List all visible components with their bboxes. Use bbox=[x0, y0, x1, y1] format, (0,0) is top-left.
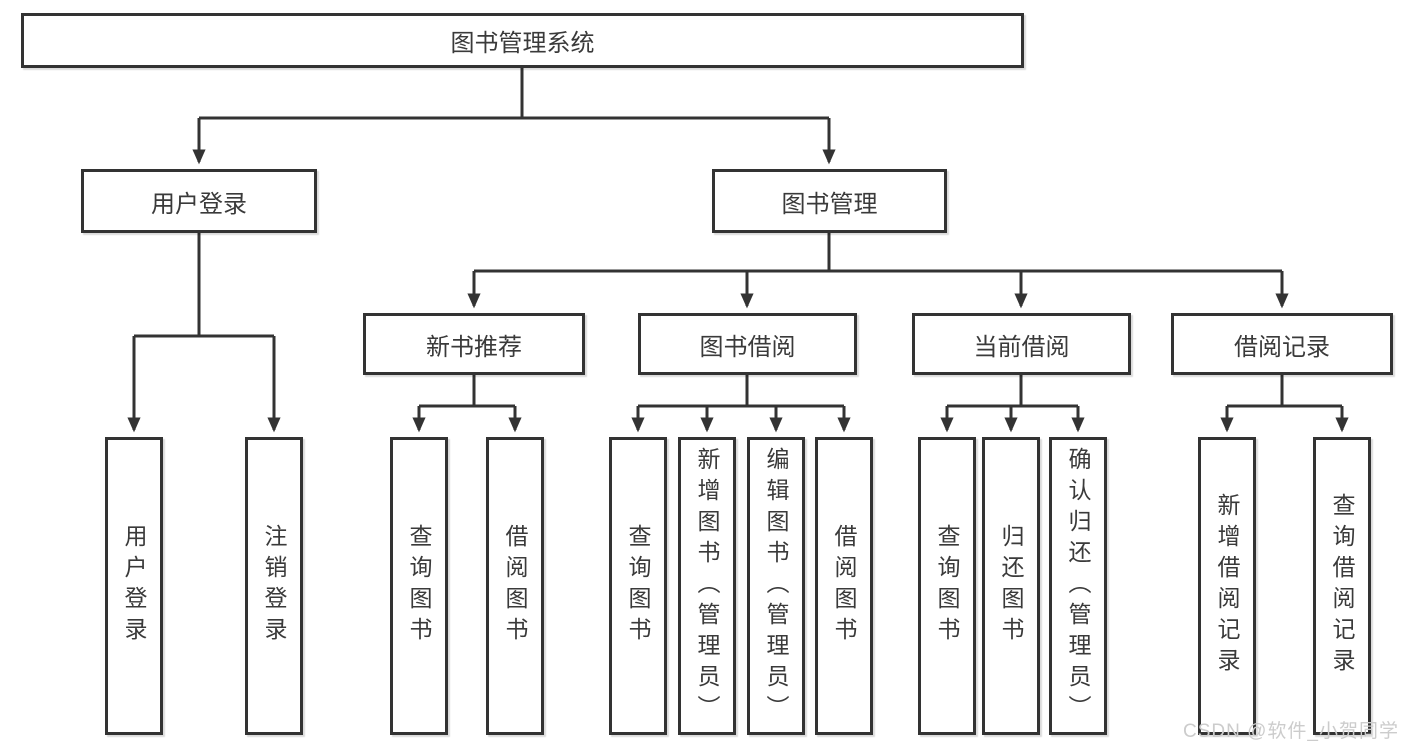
node-user-login: 用户登录 bbox=[81, 169, 317, 233]
node-login-logout: 注销登录 bbox=[245, 437, 303, 735]
node-root: 图书管理系统 bbox=[21, 13, 1024, 68]
node-current-borrow: 当前借阅 bbox=[912, 313, 1131, 375]
node-recommend-query-books: 查询图书 bbox=[390, 437, 448, 735]
node-borrow-edit-books-admin: 编辑图书（管理员） bbox=[747, 437, 805, 735]
node-book-management: 图书管理 bbox=[712, 169, 947, 233]
node-current-query-books: 查询图书 bbox=[918, 437, 976, 735]
watermark-text: CSDN @软件_小贺同学 bbox=[1183, 721, 1399, 742]
node-borrow-borrow-books: 借阅图书 bbox=[815, 437, 873, 735]
node-login-user-login: 用户登录 bbox=[105, 437, 163, 735]
node-new-book-recommend: 新书推荐 bbox=[363, 313, 585, 375]
node-current-return-books: 归还图书 bbox=[982, 437, 1040, 735]
node-recommend-borrow-books: 借阅图书 bbox=[486, 437, 544, 735]
node-borrow-query-books: 查询图书 bbox=[609, 437, 667, 735]
node-current-confirm-return-admin: 确认归还（管理员） bbox=[1049, 437, 1107, 735]
node-records-query-record: 查询借阅记录 bbox=[1313, 437, 1371, 735]
connector-trunks bbox=[134, 68, 1342, 408]
node-records-add-record: 新增借阅记录 bbox=[1198, 437, 1256, 735]
node-borrow-records: 借阅记录 bbox=[1171, 313, 1393, 375]
node-book-borrow: 图书借阅 bbox=[638, 313, 857, 375]
node-borrow-add-books-admin: 新增图书（管理员） bbox=[678, 437, 736, 735]
